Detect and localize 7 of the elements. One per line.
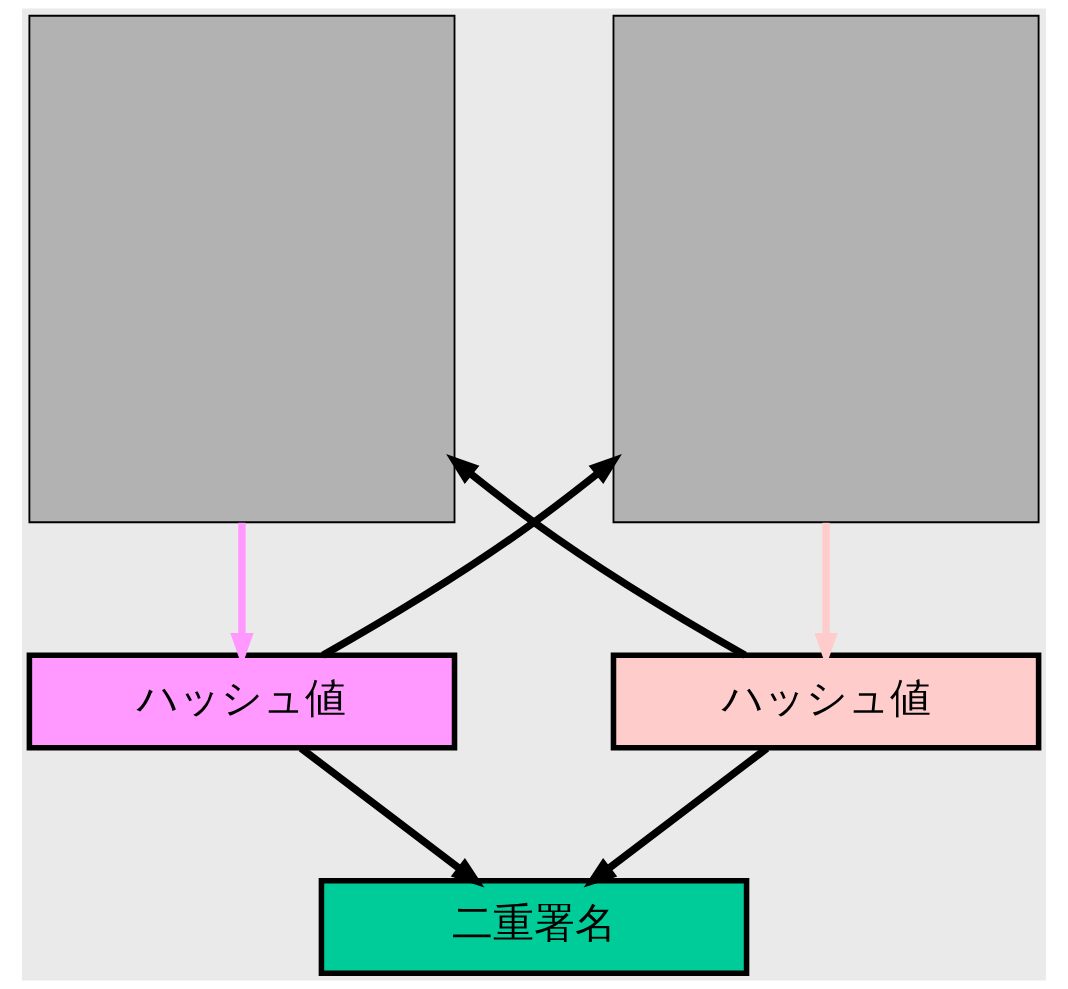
node-box: 二重署名 xyxy=(318,878,750,976)
node-box xyxy=(612,14,1040,524)
arrow xyxy=(446,453,747,659)
node-box xyxy=(28,14,456,524)
arrow xyxy=(321,453,622,659)
node-box: ハッシュ値 xyxy=(26,652,458,751)
node-box: ハッシュ値 xyxy=(610,652,1042,751)
